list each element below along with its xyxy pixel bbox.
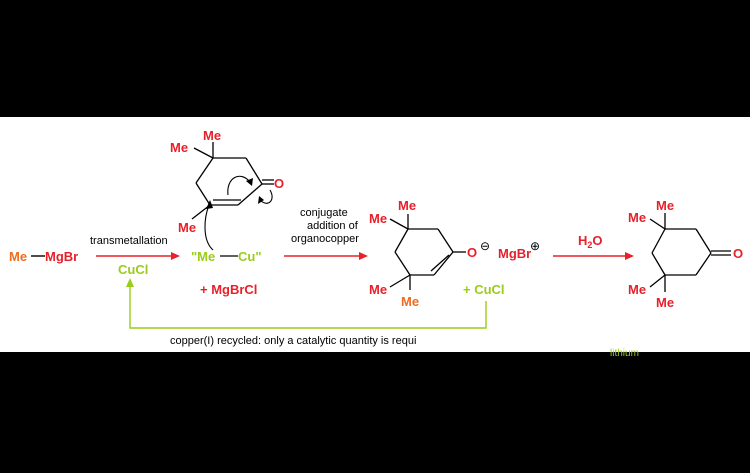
enone-molecule bbox=[191, 142, 274, 220]
recycle-arrowhead bbox=[126, 278, 134, 287]
minus-charge: ⊖ bbox=[480, 239, 490, 253]
arrowhead-transmetallation bbox=[171, 252, 180, 260]
label-o-enolate: O bbox=[467, 245, 477, 260]
label-conjugate-1: conjugate bbox=[300, 207, 348, 219]
curly-arrowhead-1 bbox=[246, 178, 253, 186]
label-mgbr-reagent: MgBr bbox=[45, 249, 78, 264]
recycle-note: copper(I) recycled: only a catalytic qua… bbox=[170, 335, 416, 347]
label-me-product-top: Me bbox=[656, 198, 674, 213]
arrowhead-hydrolysis bbox=[625, 252, 634, 260]
curly-arrowhead-3 bbox=[206, 200, 213, 209]
curly-arrow-2 bbox=[259, 189, 273, 204]
label-me-product-bottom: Me bbox=[656, 295, 674, 310]
label-me-cu-left: "Me bbox=[191, 249, 215, 264]
label-me-enone-bottom: Me bbox=[178, 220, 196, 235]
label-cucl-catalyst: CuCl bbox=[118, 262, 148, 277]
cut-off-text: lithium bbox=[610, 348, 639, 359]
label-h2o: H2O bbox=[578, 233, 603, 250]
label-me-product-left: Me bbox=[628, 210, 646, 225]
label-o-enone: O bbox=[274, 176, 284, 191]
label-mgbrcl: + MgBrCl bbox=[200, 282, 257, 297]
arrowhead-conjugate bbox=[359, 252, 368, 260]
label-me-enone-left: Me bbox=[170, 140, 188, 155]
curly-arrowhead-2 bbox=[258, 196, 264, 204]
label-o-product: O bbox=[733, 246, 743, 261]
label-me-product-bottom-left: Me bbox=[628, 282, 646, 297]
white-panel bbox=[0, 117, 750, 352]
label-mgbr-enolate: MgBr bbox=[498, 246, 531, 261]
label-me-enolate-new: Me bbox=[401, 294, 419, 309]
enolate-molecule bbox=[389, 214, 466, 290]
product-molecule bbox=[649, 213, 731, 292]
label-transmetallation: transmetallation bbox=[90, 235, 168, 247]
label-me-enolate-bottom: Me bbox=[369, 282, 387, 297]
curly-arrow-1 bbox=[227, 175, 251, 196]
label-me-enolate-left: Me bbox=[369, 211, 387, 226]
label-me-cu-right: Cu" bbox=[238, 249, 262, 264]
label-me-enolate-top: Me bbox=[398, 198, 416, 213]
label-conjugate-3: organocopper bbox=[291, 233, 359, 245]
label-me-enone-top: Me bbox=[203, 128, 221, 143]
label-plus-cucl: + CuCl bbox=[463, 282, 505, 297]
recycle-loop-arrow bbox=[129, 286, 487, 329]
plus-charge: ⊕ bbox=[530, 239, 540, 253]
label-me-reagent: Me bbox=[9, 249, 27, 264]
label-conjugate-2: addition of bbox=[307, 220, 359, 232]
